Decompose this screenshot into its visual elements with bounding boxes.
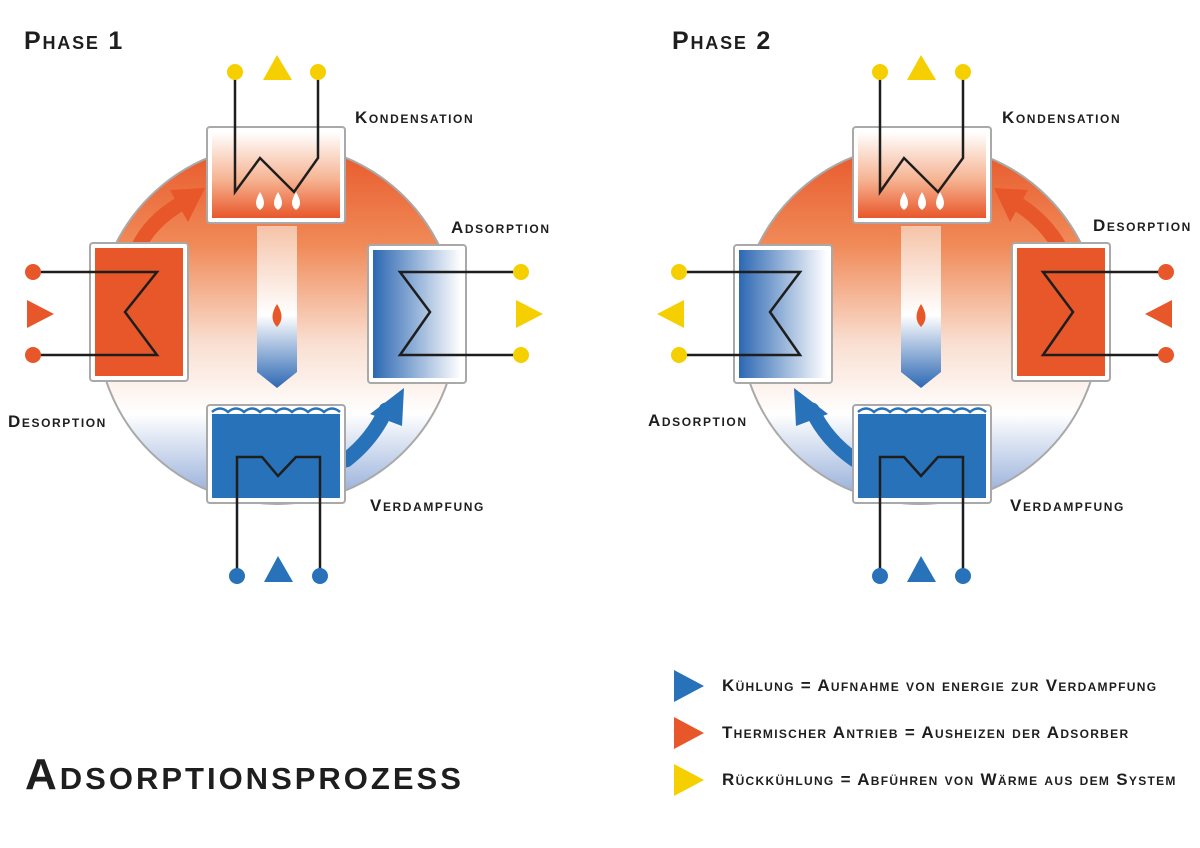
cooling-water-out-dot bbox=[310, 64, 326, 80]
cooling-water-out-dot bbox=[955, 64, 971, 80]
orange-flow-arrowhead bbox=[994, 188, 1028, 222]
desorber-fill bbox=[95, 248, 183, 376]
evaporator-water-surface bbox=[211, 407, 341, 414]
desorber-fill bbox=[1017, 248, 1105, 376]
cooling-water-in-dot bbox=[872, 64, 888, 80]
phase1-label-kondensation: Kondensation bbox=[355, 108, 475, 127]
adsorber-fill bbox=[739, 250, 827, 378]
phase1-diagram bbox=[25, 55, 543, 584]
heat-out-dot bbox=[25, 347, 41, 363]
cooling-arrow bbox=[907, 556, 936, 582]
adsorber-pipe bbox=[397, 270, 521, 357]
heat-rejection-arrow bbox=[907, 55, 936, 80]
legend-thermal-drive-text: Thermischer Antrieb = Ausheizen der Adso… bbox=[722, 723, 1130, 742]
recool-arrow bbox=[657, 300, 684, 328]
phase2-diagram bbox=[657, 55, 1174, 584]
heat-in-dot bbox=[1158, 264, 1174, 280]
adsorber-pipe bbox=[679, 270, 803, 357]
heat-out-dot bbox=[1158, 347, 1174, 363]
evaporator-fill bbox=[858, 414, 986, 498]
phase2-label-kondensation: Kondensation bbox=[1002, 108, 1122, 127]
legend-recool-icon bbox=[674, 764, 704, 796]
cooling-arrow bbox=[264, 556, 293, 582]
legend-cooling-icon bbox=[674, 670, 704, 702]
phase2-label-verdampfung: Verdampfung bbox=[1010, 496, 1125, 515]
phase1-label-adsorption: Adsorption bbox=[451, 218, 551, 237]
phase2-label-desorption: Desorption bbox=[1093, 216, 1192, 235]
recool-in-dot bbox=[671, 264, 687, 280]
heat-rejection-arrow bbox=[263, 55, 292, 80]
legend-recool-text: Rückkühlung = Abführen von Wärme aus dem… bbox=[722, 770, 1177, 789]
phase1-label-verdampfung: Verdampfung bbox=[370, 496, 485, 515]
chilled-water-out-dot bbox=[955, 568, 971, 584]
recool-arrow bbox=[516, 300, 543, 328]
blue-flow-arrowhead bbox=[794, 388, 828, 426]
phase2-title: Phase 2 bbox=[672, 27, 773, 55]
desorber-pipe bbox=[33, 270, 160, 357]
evaporator-pipe bbox=[878, 455, 965, 574]
chilled-water-in-dot bbox=[872, 568, 888, 584]
phase1-label-desorption: Desorption bbox=[8, 412, 107, 431]
recool-in-dot bbox=[513, 264, 529, 280]
chilled-water-in-dot bbox=[229, 568, 245, 584]
evaporator-water-surface bbox=[857, 407, 987, 414]
condensate-drops bbox=[900, 192, 944, 210]
evaporator-pipe bbox=[235, 455, 322, 574]
legend-thermal-drive-icon bbox=[674, 717, 704, 749]
blue-flow-arrowhead bbox=[370, 388, 404, 426]
desorber-pipe bbox=[1040, 270, 1166, 357]
orange-flow-arrowhead bbox=[170, 188, 205, 222]
refrigerant-drop bbox=[272, 304, 282, 327]
refrigerant-drop bbox=[916, 304, 926, 327]
page-title: Adsorptionsprozess bbox=[25, 750, 464, 799]
recool-out-dot bbox=[513, 347, 529, 363]
thermal-drive-arrow bbox=[1145, 300, 1172, 328]
recool-out-dot bbox=[671, 347, 687, 363]
condenser-pipe bbox=[878, 75, 965, 196]
chilled-water-out-dot bbox=[312, 568, 328, 584]
adsorber-fill bbox=[373, 250, 461, 378]
phase2-label-adsorption: Adsorption bbox=[648, 411, 748, 430]
cooling-water-in-dot bbox=[227, 64, 243, 80]
condensate-drops bbox=[256, 192, 300, 210]
condenser-pipe bbox=[233, 75, 320, 196]
phase1-title: Phase 1 bbox=[24, 27, 125, 55]
legend-cooling-text: Kühlung = Aufnahme von energie zur Verda… bbox=[722, 676, 1158, 695]
thermal-drive-arrow bbox=[27, 300, 54, 328]
heat-in-dot bbox=[25, 264, 41, 280]
